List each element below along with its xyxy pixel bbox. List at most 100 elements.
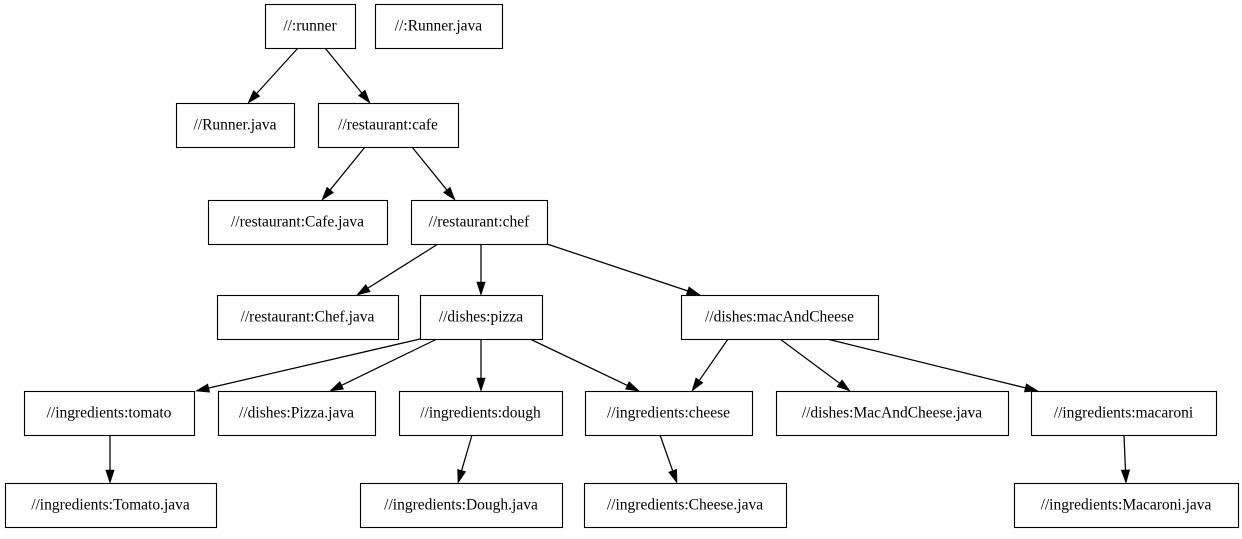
node-layer: //:runner //:Runner.java //Runner.java //re… [4, 3, 1240, 529]
edge-arrowhead-icon [685, 286, 701, 296]
edge-line [698, 338, 729, 382]
node-box[interactable] [217, 390, 377, 437]
node-box[interactable] [317, 102, 460, 149]
graph-node-pizza_java[interactable]: //dishes:Pizza.java [217, 390, 377, 437]
graph-node-runner_java[interactable]: //Runner.java [175, 102, 296, 149]
edge-arrowhead-icon [1023, 383, 1039, 393]
edge-line [207, 338, 421, 390]
node-box[interactable] [264, 3, 357, 50]
edge-line [411, 146, 449, 192]
edge-arrowhead-icon [476, 281, 486, 296]
edge-line [366, 243, 439, 290]
node-label: //dishes:macAndCheese [705, 309, 854, 326]
edge-arrowhead-icon [105, 469, 115, 484]
graph-edge [1120, 434, 1131, 484]
edge-arrowhead-icon [321, 186, 334, 201]
graph-node-pizza[interactable]: //dishes:pizza [419, 294, 544, 341]
graph-edge [826, 338, 1039, 393]
edge-arrowhead-icon [625, 381, 640, 392]
graph-node-chef_java[interactable]: //restaurant:Chef.java [216, 294, 400, 341]
node-label: //ingredients:Dough.java [384, 497, 538, 514]
graph-node-cheese[interactable]: //ingredients:cheese [584, 390, 754, 437]
graph-node-dough_java[interactable]: //ingredients:Dough.java [359, 482, 564, 529]
graph-node-macaroni[interactable]: //ingredients:macaroni [1030, 390, 1218, 437]
graph-node-cafe[interactable]: //restaurant:cafe [317, 102, 460, 149]
node-box[interactable] [410, 199, 549, 246]
node-label: //dishes:Pizza.java [239, 405, 354, 422]
edge-arrowhead-icon [329, 381, 344, 392]
node-box[interactable] [584, 390, 754, 437]
edge-line [340, 338, 438, 387]
graph-edge [321, 146, 366, 201]
node-label: //dishes:pizza [439, 309, 523, 326]
graph-node-macandcheese[interactable]: //dishes:macAndCheese [680, 294, 880, 341]
graph-edge [476, 339, 486, 392]
node-label: //ingredients:cheese [607, 405, 730, 422]
edge-line [779, 338, 842, 385]
graph-node-tomato[interactable]: //ingredients:tomato [23, 390, 196, 437]
graph-edge [779, 338, 851, 392]
graph-node-cheese_java[interactable]: //ingredients:Cheese.java [583, 482, 788, 529]
edge-line [460, 434, 473, 473]
graph-edge [324, 47, 371, 104]
graph-node-runner[interactable]: //:runner [264, 3, 357, 50]
edge-arrowhead-icon [356, 284, 371, 296]
graph-node-dough[interactable]: //ingredients:dough [398, 390, 564, 437]
node-box[interactable] [359, 482, 564, 529]
graph-edge [659, 434, 678, 484]
node-label: //:Runner.java [395, 18, 483, 35]
node-box[interactable] [680, 294, 880, 341]
edge-line [529, 338, 629, 387]
node-label: //dishes:MacAndCheese.java [802, 405, 982, 422]
edge-line [546, 243, 690, 292]
node-box[interactable] [775, 390, 1010, 437]
node-box[interactable] [398, 390, 564, 437]
edge-line [324, 47, 364, 95]
node-label: //ingredients:macaroni [1054, 405, 1194, 422]
node-label: //ingredients:Macaroni.java [1041, 497, 1212, 514]
node-box[interactable] [216, 294, 400, 341]
edge-line [328, 146, 366, 192]
node-label: //ingredients:dough [420, 405, 541, 422]
graph-node-cafe_java[interactable]: //restaurant:Cafe.java [207, 199, 389, 246]
node-box[interactable] [207, 199, 389, 246]
graph-edge [546, 243, 701, 296]
node-box[interactable] [583, 482, 788, 529]
graph-node-chef[interactable]: //restaurant:chef [410, 199, 549, 246]
graph-edge [329, 338, 438, 392]
edge-arrowhead-icon [195, 383, 210, 393]
edge-line [1123, 434, 1127, 472]
edge-arrowhead-icon [691, 377, 704, 392]
node-box[interactable] [419, 294, 544, 341]
graph-node-tomato_java[interactable]: //ingredients:Tomato.java [4, 482, 218, 529]
node-label: //:runner [283, 18, 337, 35]
edge-line [826, 338, 1027, 389]
edge-arrowhead-icon [836, 379, 851, 392]
node-label: //restaurant:Cafe.java [231, 214, 364, 231]
graph-node-macaroni_java[interactable]: //ingredients:Macaroni.java [1013, 482, 1240, 529]
graph-edge [411, 146, 456, 201]
node-label: //ingredients:Tomato.java [31, 497, 190, 514]
node-label: //restaurant:Chef.java [241, 309, 375, 326]
edge-arrowhead-icon [668, 468, 678, 484]
graph-node-root_runner_java[interactable]: //:Runner.java [374, 3, 504, 50]
edge-line [659, 434, 674, 473]
edge-layer [105, 47, 1131, 484]
graph-edge [457, 434, 473, 484]
graph-node-macandcheese_java[interactable]: //dishes:MacAndCheese.java [775, 390, 1010, 437]
node-box[interactable] [175, 102, 296, 149]
node-box[interactable] [4, 482, 218, 529]
node-box[interactable] [23, 390, 196, 437]
node-box[interactable] [1030, 390, 1218, 437]
edge-line [255, 47, 299, 95]
node-label: //restaurant:chef [429, 214, 531, 231]
graph-edge [247, 47, 299, 104]
node-box[interactable] [374, 3, 504, 50]
node-label: //restaurant:cafe [338, 117, 438, 134]
node-box[interactable] [1013, 482, 1240, 529]
edge-arrowhead-icon [443, 186, 456, 201]
graph-edge [356, 243, 439, 296]
graph-edge [476, 244, 486, 296]
